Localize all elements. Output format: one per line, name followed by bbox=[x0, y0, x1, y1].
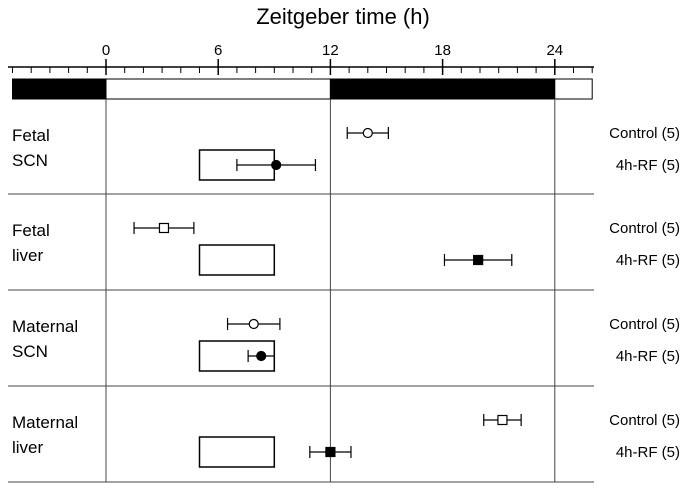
row-label: Fetal bbox=[12, 221, 50, 240]
chart-title: Zeitgeber time (h) bbox=[256, 4, 430, 29]
series-label: Control (5) bbox=[609, 412, 680, 429]
tick-label: 6 bbox=[214, 42, 222, 59]
series-label: 4h-RF (5) bbox=[616, 252, 680, 269]
dark-phase-segment bbox=[329, 78, 556, 100]
data-point bbox=[271, 159, 282, 171]
feeding-window-box bbox=[198, 436, 276, 468]
series-label: Control (5) bbox=[609, 316, 680, 333]
row-label: SCN bbox=[12, 151, 48, 170]
light-dark-bar bbox=[12, 78, 593, 100]
tick-label: 0 bbox=[102, 42, 110, 59]
row-label: liver bbox=[12, 438, 44, 457]
tick-label: 24 bbox=[546, 42, 563, 59]
data-point bbox=[248, 318, 259, 330]
time-axis: 0 6 12 18 24 bbox=[8, 42, 594, 75]
light-phase-segment bbox=[554, 78, 593, 100]
data-point bbox=[362, 127, 373, 139]
dark-phase-segment bbox=[12, 78, 107, 100]
data-point bbox=[497, 414, 508, 426]
tick-label: 12 bbox=[322, 42, 339, 59]
light-phase-segment bbox=[105, 78, 331, 100]
feeding-window-box bbox=[198, 244, 276, 276]
data-point bbox=[325, 446, 336, 458]
row-label: Maternal bbox=[12, 413, 78, 432]
series-label: Control (5) bbox=[609, 125, 680, 142]
data-point bbox=[158, 222, 170, 234]
series-label: 4h-RF (5) bbox=[616, 444, 680, 461]
row-label: SCN bbox=[12, 342, 48, 361]
row-label: Fetal bbox=[12, 126, 50, 145]
gridlines bbox=[8, 99, 594, 483]
row-label: Maternal bbox=[12, 317, 78, 336]
row-label: liver bbox=[12, 246, 44, 265]
tissue-row: Maternal liver Control (5) 4h-RF (5) bbox=[12, 412, 680, 468]
data-point bbox=[473, 254, 484, 266]
tick-label: 18 bbox=[434, 42, 451, 59]
series-label: Control (5) bbox=[609, 220, 680, 237]
tissue-row: Fetal liver Control (5) 4h-RF (5) bbox=[12, 220, 680, 276]
series-label: 4h-RF (5) bbox=[616, 348, 680, 365]
data-point bbox=[256, 350, 267, 362]
series-label: 4h-RF (5) bbox=[616, 157, 680, 174]
